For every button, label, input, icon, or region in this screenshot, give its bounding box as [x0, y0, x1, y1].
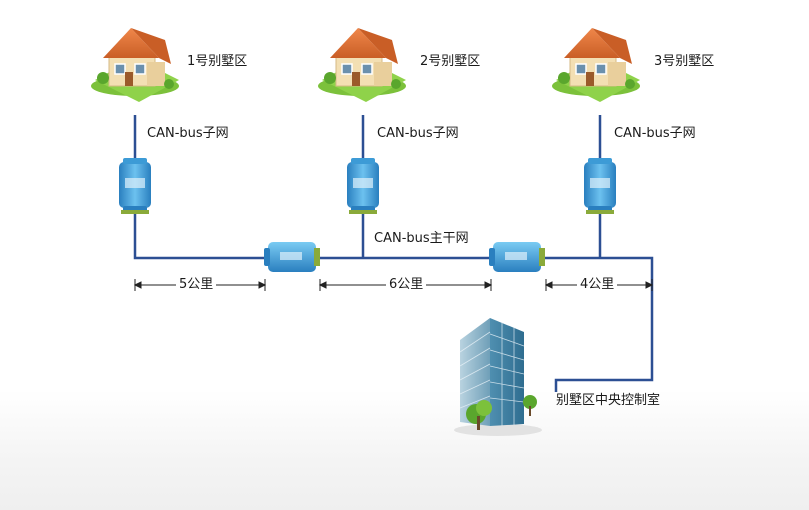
subnet-line-1 — [133, 115, 270, 260]
villa-house-icon — [552, 28, 640, 102]
floor-shadow — [0, 390, 809, 510]
can-repeater-icon — [489, 242, 545, 272]
distance-label-1: 5公里 — [176, 277, 217, 293]
trunk-label: CAN-bus主干网 — [374, 231, 469, 246]
distance-markers — [133, 279, 654, 291]
distance-label-2: 6公里 — [386, 277, 427, 293]
can-module-icon — [119, 158, 151, 214]
villa-house-icon — [318, 28, 406, 102]
villa-label-1: 1号别墅区 — [187, 54, 248, 69]
subnet-label-2: CAN-bus子网 — [377, 126, 459, 141]
distance-label-3: 4公里 — [577, 277, 618, 293]
villa-label-2: 2号别墅区 — [420, 54, 481, 69]
villa-label-3: 3号别墅区 — [654, 54, 715, 69]
can-module-icon — [347, 158, 379, 214]
subnet-label-3: CAN-bus子网 — [614, 126, 696, 141]
office-building-icon — [454, 318, 542, 436]
subnet-label-1: CAN-bus子网 — [147, 126, 229, 141]
can-repeater-icon — [264, 242, 320, 272]
villa-house-icon — [91, 28, 179, 102]
bus-lines — [133, 115, 654, 392]
trunk-line — [318, 256, 654, 392]
control-room-label: 别墅区中央控制室 — [556, 393, 661, 408]
can-module-icon — [584, 158, 616, 214]
